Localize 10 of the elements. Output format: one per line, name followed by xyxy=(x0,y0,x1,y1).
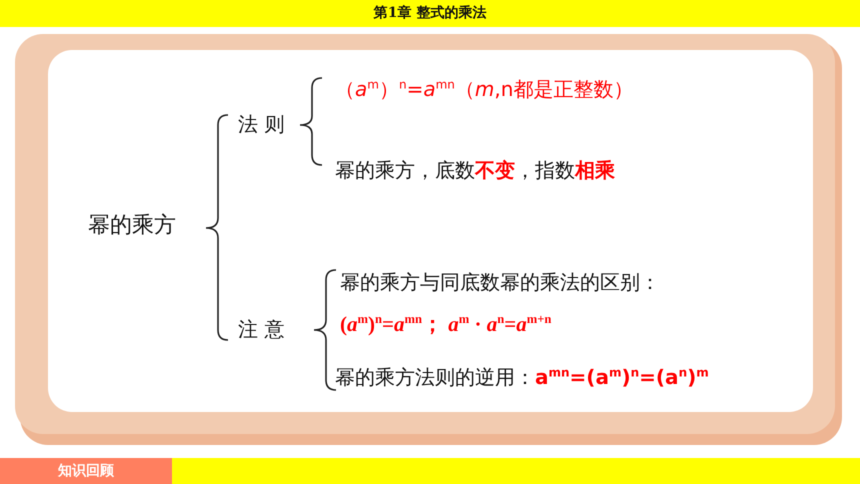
note-text: 幂的乘方法则的逆用：a$^{mn}$=(a$^{m}$)$^{n}$=(a$^{n}$)$^{m}$ xyxy=(335,365,709,389)
category-text: 注 意 xyxy=(238,317,284,341)
topic-text: 幂的乘方 xyxy=(88,213,176,240)
section-tab: 知识回顾 xyxy=(0,458,172,484)
note-text: 幂的乘方与同底数幂的乘法的区别： xyxy=(340,270,660,294)
rule-text: 幂的乘方，底数不变，指数相乘 xyxy=(335,157,616,184)
category-text: 法 则 xyxy=(238,112,284,136)
formula-text: (a$^{m}$)$^{n}$=a$^{mn}$； a$^{m}$ · a$^{n}$=a$^{m+n}$ xyxy=(340,312,552,338)
formula-text: （a$^{m}$）$^{n}$=a$^{mn}$（m,n都是正整数） xyxy=(335,77,634,101)
chapter-title: 第1章 整式的乘法 xyxy=(372,4,488,22)
